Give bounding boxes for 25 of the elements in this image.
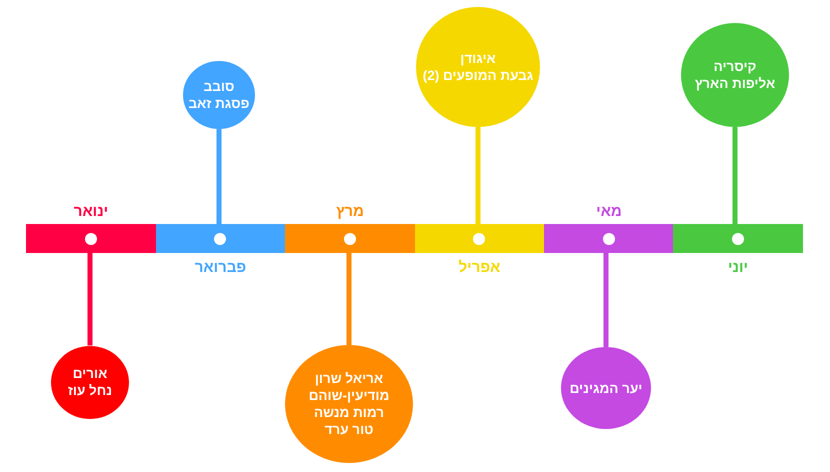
place-name: טור ערד [324, 421, 374, 438]
place-name: סובב [204, 78, 234, 95]
place-name: קיסריה [714, 58, 756, 75]
place-name: גבעת המופעים (2) [422, 67, 534, 84]
connector-line [604, 253, 608, 347]
month-label: מאי [595, 203, 623, 220]
month-label: יוני [726, 259, 750, 276]
month-label: ינואר [72, 203, 110, 220]
connector-line [88, 253, 92, 346]
place-name: אליפות הארץ [694, 75, 776, 92]
place-name: רמות מנשה [314, 404, 384, 421]
month-label: פברואר [194, 259, 248, 276]
place-name: איגודן [460, 50, 496, 67]
place-name: אריאל שרון [314, 370, 384, 387]
month-label: אפריל [458, 259, 502, 276]
month-label: מרץ [335, 203, 365, 220]
place-name: אורים [72, 365, 108, 382]
place-name: יער המגינים [570, 380, 642, 396]
place-name: פסגת זאב [188, 95, 250, 112]
connector-line [216, 129, 222, 224]
connector-line [732, 127, 738, 224]
place-name: מודיעין-שוהם [308, 387, 390, 404]
place-name: נחל עוז [68, 382, 112, 399]
connector-line [476, 127, 480, 224]
connector-line [346, 253, 352, 345]
